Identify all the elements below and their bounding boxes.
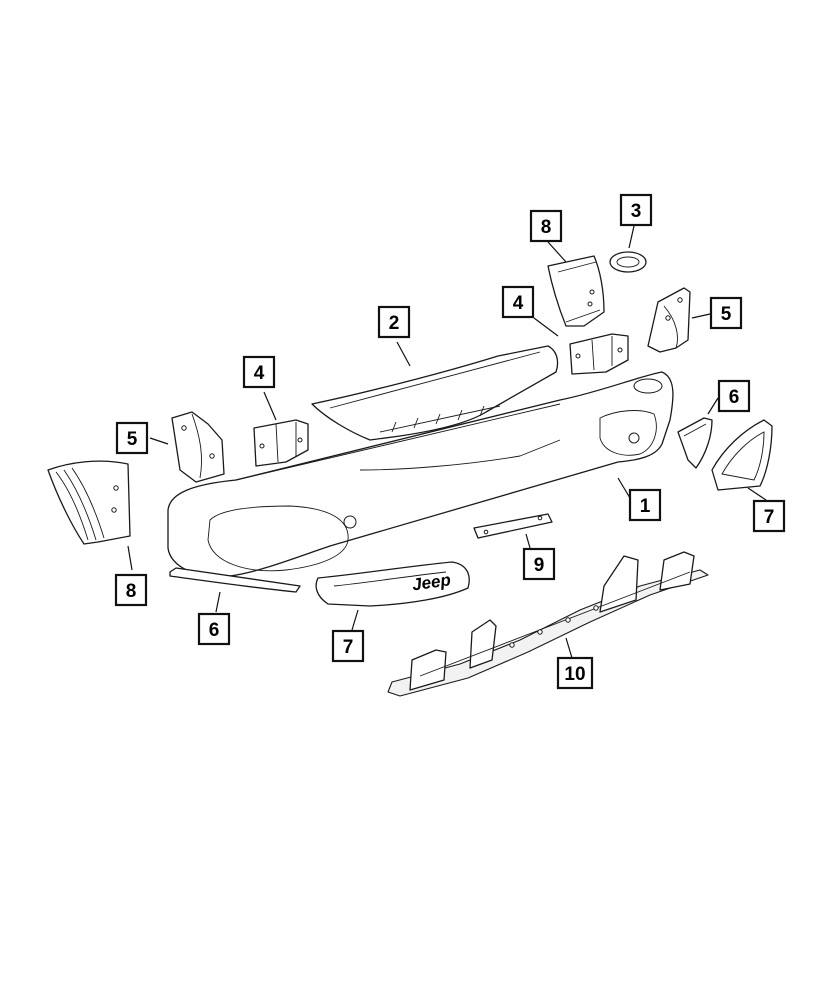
callout-1: 1: [628, 488, 662, 522]
callout-label: 5: [721, 304, 732, 325]
leader-lines: [127, 225, 767, 659]
mounting-bracket-right-part: [647, 287, 691, 353]
callout-10: 10: [556, 656, 594, 690]
callout-label: 8: [126, 581, 137, 602]
callout-3: 3: [619, 193, 653, 227]
callout-label: 10: [564, 664, 585, 685]
callout-6-left: 6: [197, 612, 231, 646]
callout-4-left: 4: [242, 355, 276, 389]
end-cap-left-part: [47, 460, 131, 545]
callout-label: 8: [541, 217, 552, 238]
callout-9: 9: [522, 547, 556, 581]
callout-label: 1: [640, 496, 651, 517]
callout-label: 7: [764, 507, 775, 528]
callout-label: 6: [209, 620, 220, 641]
trim-strip-left-part: [169, 567, 301, 593]
callout-label: 7: [343, 637, 354, 658]
callout-label: 2: [389, 313, 400, 334]
callout-5-right: 5: [709, 296, 743, 330]
bumper-fascia-part: [167, 371, 674, 578]
cap-part: [609, 251, 647, 273]
callout-label: 4: [513, 293, 524, 314]
callout-label: 6: [729, 387, 740, 408]
callout-8-right: 8: [529, 209, 563, 243]
callout-label: 4: [254, 363, 265, 384]
callout-5-left: 5: [115, 421, 149, 455]
callout-label: 5: [127, 429, 138, 450]
callout-4-right: 4: [501, 285, 535, 319]
callout-7-left: 7: [331, 629, 365, 663]
reinforcement-plate-part: [473, 513, 553, 539]
bracket-right-part: [569, 333, 629, 375]
trim-strip-right-part: [677, 417, 713, 469]
bezel-right-part: [711, 419, 773, 491]
callout-8-left: 8: [114, 573, 148, 607]
callout-label: 9: [534, 555, 545, 576]
end-cap-right-part: [547, 255, 605, 327]
callout-7-right: 7: [752, 499, 786, 533]
bezel-left-part: [315, 561, 470, 607]
bumper-beam-part: [387, 551, 709, 697]
callout-6-right: 6: [717, 379, 751, 413]
callout-label: 3: [631, 201, 642, 222]
bracket-left-part: [253, 419, 309, 467]
step-pad-part: [311, 345, 559, 441]
mounting-bracket-left-part: [171, 411, 225, 483]
callout-2: 2: [377, 305, 411, 339]
